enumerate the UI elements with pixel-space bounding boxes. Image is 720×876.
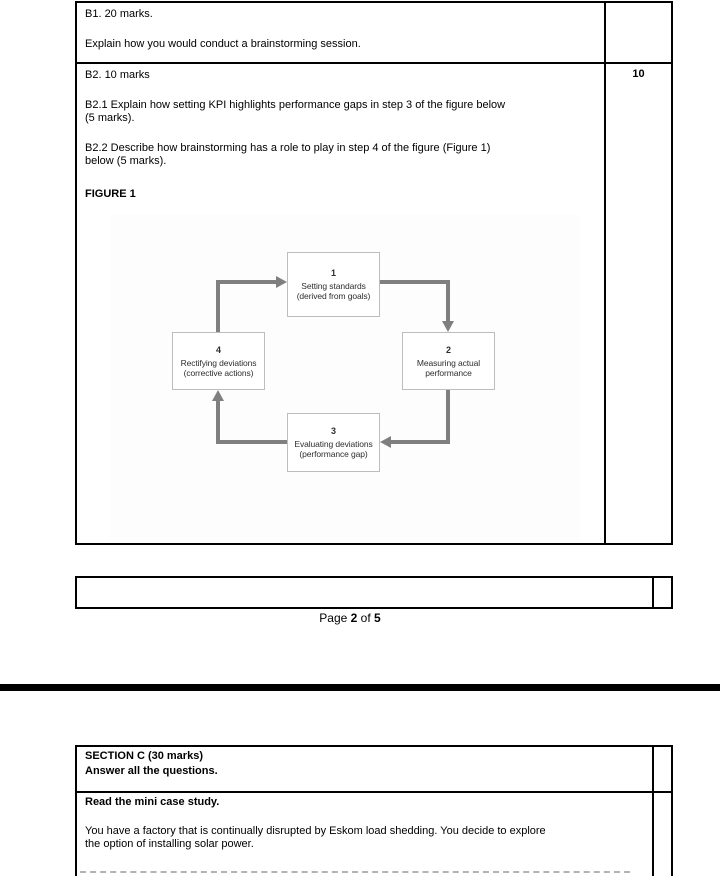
figure-box-3-line2: (performance gap)	[299, 449, 368, 459]
case-study-body-line2: the option of installing solar power.	[85, 838, 254, 850]
figure-box-2-number: 2	[446, 344, 451, 355]
figure-box-3-number: 3	[331, 426, 336, 436]
arrow-1-to-2-vertical	[446, 282, 450, 321]
case-study-body: You have a factory that is continually d…	[85, 825, 642, 851]
figure-box-3-line1: Evaluating deviations	[294, 439, 373, 449]
arrow-2-to-3-horizontal	[391, 440, 450, 444]
arrow-3-to-4-horizontal	[216, 440, 287, 444]
footer-page-word: Page	[319, 611, 351, 625]
page-break-bar	[0, 684, 720, 691]
case-study-body-line1: You have a factory that is continually d…	[85, 825, 546, 837]
question-b1-marks-cell	[604, 3, 671, 62]
arrow-4-to-1-horizontal	[216, 280, 276, 284]
figure-label: FIGURE 1	[85, 188, 136, 200]
arrowhead-right-icon	[276, 276, 287, 288]
dashed-separator	[80, 871, 630, 873]
question-b22-text: B2.2 Describe how brainstorming has a ro…	[85, 142, 594, 168]
figure-box-1-line1: Setting standards	[301, 281, 366, 291]
section-c-heading-row: SECTION C (30 marks) Answer all the ques…	[77, 747, 671, 793]
question-b21-line2: (5 marks).	[85, 112, 135, 124]
empty-continuation-row	[75, 576, 673, 609]
question-b2-marks-cell: 10	[604, 64, 671, 543]
figure-box-measuring-performance: 2 Measuring actual performance	[402, 332, 495, 390]
arrow-4-to-1-vertical	[216, 282, 220, 332]
question-b21-line1: B2.1 Explain how setting KPI highlights …	[85, 99, 506, 111]
question-b22-line2: below (5 marks).	[85, 155, 167, 167]
question-b2-row: B2. 10 marks B2.1 Explain how setting KP…	[77, 64, 671, 543]
figure-box-4-line2: (corrective actions)	[183, 367, 254, 378]
arrowhead-up-icon	[212, 390, 224, 401]
case-study-cell: Read the mini case study. You have a fac…	[77, 793, 652, 876]
arrowhead-left-icon	[380, 436, 391, 448]
question-b1-cell: B1. 20 marks. Explain how you would cond…	[77, 3, 604, 62]
figure-box-2-line2: performance	[425, 367, 472, 378]
case-study-title: Read the mini case study.	[85, 796, 220, 808]
arrow-1-to-2-horizontal	[380, 280, 450, 284]
case-study-row: Read the mini case study. You have a fac…	[77, 793, 671, 876]
question-b22-line1: B2.2 Describe how brainstorming has a ro…	[85, 142, 491, 154]
question-b21-text: B2.1 Explain how setting KPI highlights …	[85, 99, 594, 125]
figure-box-1-line2: (derived from goals)	[296, 291, 371, 301]
figure-box-setting-standards: 1 Setting standards (derived from goals)	[287, 252, 380, 317]
figure-box-evaluating-deviations: 3 Evaluating deviations (performance gap…	[287, 413, 380, 472]
figure-box-4-number: 4	[216, 344, 221, 355]
figure-box-rectifying-deviations: 4 Rectifying deviations (corrective acti…	[172, 332, 265, 390]
section-c-table: SECTION C (30 marks) Answer all the ques…	[75, 745, 673, 876]
section-c-heading-line2: Answer all the questions.	[85, 765, 218, 777]
empty-main-cell	[77, 578, 652, 607]
figure-box-4-line1: Rectifying deviations	[180, 357, 257, 368]
footer-of-word: of	[357, 611, 375, 625]
section-c-heading-cell: SECTION C (30 marks) Answer all the ques…	[77, 747, 652, 791]
figure-1-diagram: 1 Setting standards (derived from goals)…	[110, 215, 580, 540]
figure-box-2-line1: Measuring actual	[416, 357, 481, 368]
footer-page-number: 2	[350, 611, 358, 625]
figure-box-1-number: 1	[331, 268, 336, 278]
question-table: B1. 20 marks. Explain how you would cond…	[75, 1, 673, 545]
case-study-marks-cell	[652, 793, 671, 876]
question-b1-body: Explain how you would conduct a brainsto…	[85, 38, 361, 50]
arrow-2-to-3-vertical	[446, 390, 450, 444]
arrow-3-to-4-vertical	[216, 401, 220, 444]
arrowhead-down-icon	[442, 321, 454, 332]
question-b1-title: B1. 20 marks.	[85, 8, 153, 20]
section-c-heading-line1: SECTION C (30 marks)	[85, 750, 203, 762]
footer-total-pages: 5	[374, 611, 381, 625]
empty-marks-cell	[652, 578, 671, 607]
question-b2-title: B2. 10 marks	[85, 69, 150, 81]
question-b2-cell: B2. 10 marks B2.1 Explain how setting KP…	[77, 64, 604, 543]
section-c-heading-marks-cell	[652, 747, 671, 791]
page-footer: Page 2 of 5	[0, 611, 700, 625]
question-b1-row: B1. 20 marks. Explain how you would cond…	[77, 3, 671, 64]
